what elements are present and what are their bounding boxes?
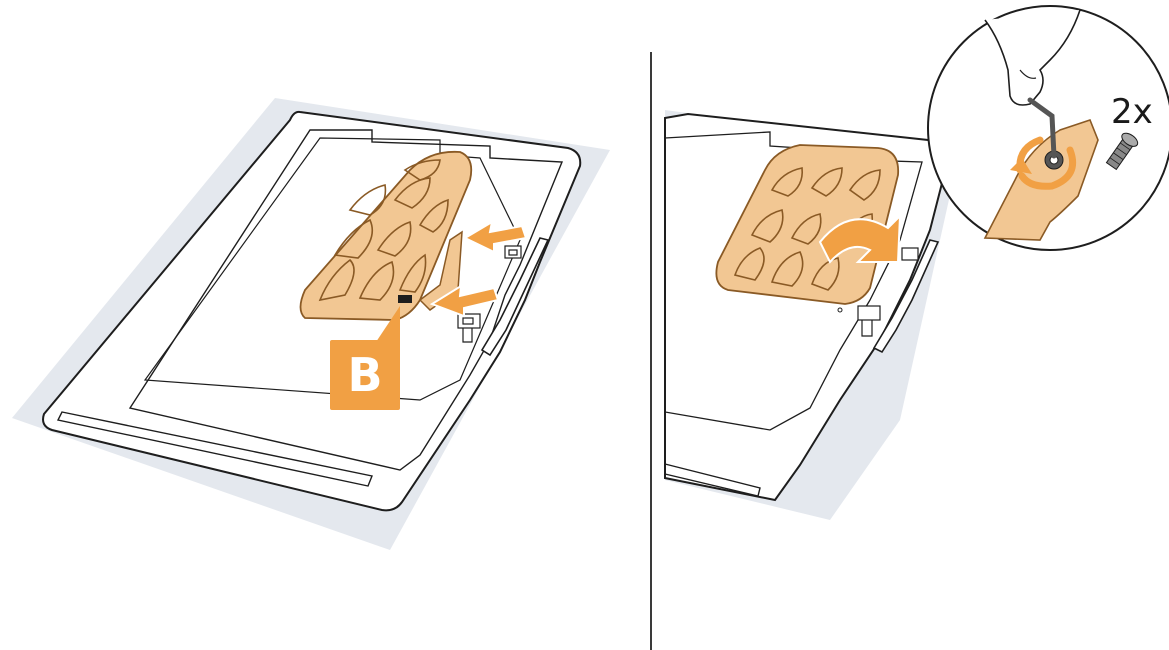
insert-arrow-lower — [429, 284, 500, 318]
panel-divider — [650, 52, 652, 650]
stand-base — [299, 150, 473, 321]
tv-side-rail-right — [872, 239, 940, 354]
mount-bracket-right-lower — [857, 305, 881, 337]
mount-bracket-right-upper — [901, 247, 919, 261]
left-illustration — [12, 98, 610, 550]
step-label: B — [330, 306, 400, 410]
mount-bracket-upper — [504, 245, 522, 259]
screw-count-label: 2x — [1111, 92, 1153, 132]
tv-side-rail — [480, 237, 550, 357]
rotate-arrow — [818, 213, 902, 264]
tv-bottom-slot-right — [664, 463, 761, 497]
mount-bracket-lower — [457, 313, 481, 343]
stand-base-flat — [715, 144, 900, 305]
step-label-text: B — [347, 348, 383, 402]
insert-arrow-upper — [462, 219, 528, 254]
detail-callout — [927, 5, 1169, 251]
screw-hole — [837, 307, 843, 313]
tv-back-inner-right — [664, 131, 923, 431]
tv-bottom-slot — [56, 411, 373, 487]
